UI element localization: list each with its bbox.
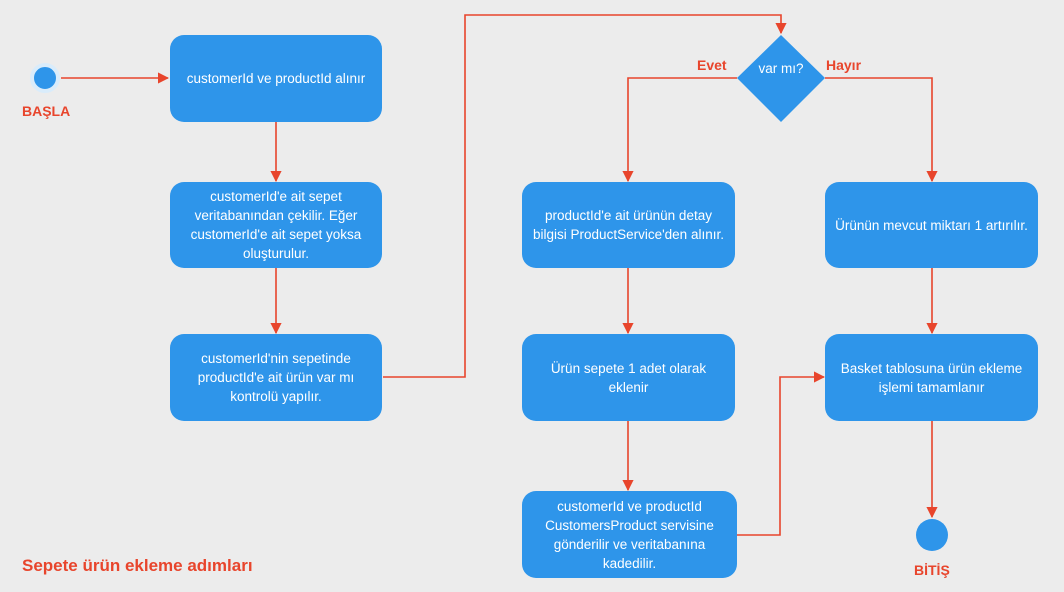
decision-no-label: Hayır <box>826 57 862 73</box>
end-node <box>916 519 948 551</box>
end-label: BİTİŞ <box>914 562 950 578</box>
step-receive-ids: customerId ve productId alınır <box>170 35 382 122</box>
decision-text: var mı? <box>758 61 804 76</box>
decision-diamond <box>737 35 825 122</box>
arrow-s6-to-s8 <box>737 371 826 536</box>
start-label: BAŞLA <box>22 103 71 119</box>
step-increase-quantity: Ürünün mevcut miktarı 1 artırılır. <box>825 182 1038 268</box>
diagram-title: Sepete ürün ekleme adımları <box>22 556 253 575</box>
start-node <box>30 63 60 93</box>
step-send-to-service: customerId ve productId CustomersProduct… <box>522 491 737 578</box>
step-check-product: customerId'nin sepetinde productId'e ait… <box>170 334 382 421</box>
step-fetch-basket: customerId'e ait sepet veritabanından çe… <box>170 182 382 268</box>
step-add-to-basket: Ürün sepete 1 adet olarak eklenir <box>522 334 735 421</box>
decision-yes-label: Evet <box>697 57 727 73</box>
arrow-decision-no <box>825 77 938 183</box>
arrow-decision-yes <box>622 77 737 183</box>
step-get-product-detail: productId'e ait ürünün detay bilgisi Pro… <box>522 182 735 268</box>
step-complete: Basket tablosuna ürün ekleme işlemi tama… <box>825 334 1038 421</box>
arrow-s3-to-decision <box>383 14 787 378</box>
